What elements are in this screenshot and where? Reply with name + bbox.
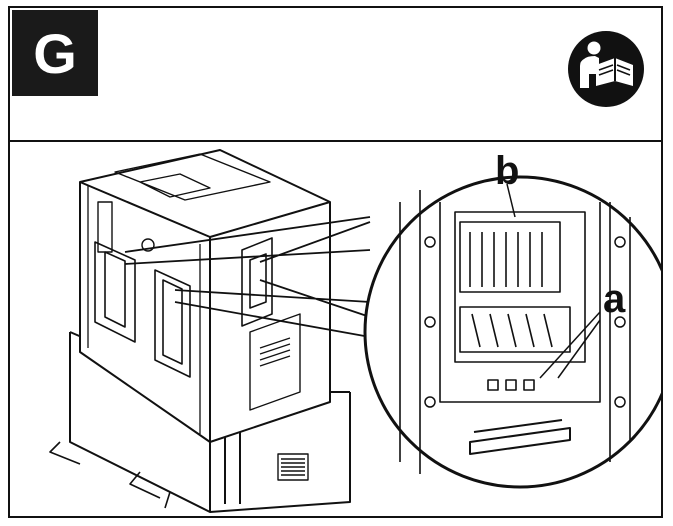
terminal-b bbox=[459, 221, 561, 293]
magnified-detail bbox=[363, 175, 661, 489]
vent-grille bbox=[277, 453, 309, 481]
zoom-leader-lines bbox=[124, 216, 371, 338]
terminal-lower bbox=[459, 306, 571, 353]
battery-cabinet bbox=[79, 149, 331, 443]
step-label: G bbox=[12, 10, 98, 96]
panel-header: G bbox=[10, 8, 661, 142]
battery-unit-illustration: b a bbox=[49, 149, 661, 513]
callout-a: a bbox=[603, 277, 626, 321]
indicator-a bbox=[487, 379, 535, 391]
instruction-panel: G bbox=[8, 6, 663, 518]
read-manual-icon bbox=[568, 31, 644, 107]
callout-b: b bbox=[495, 149, 519, 193]
